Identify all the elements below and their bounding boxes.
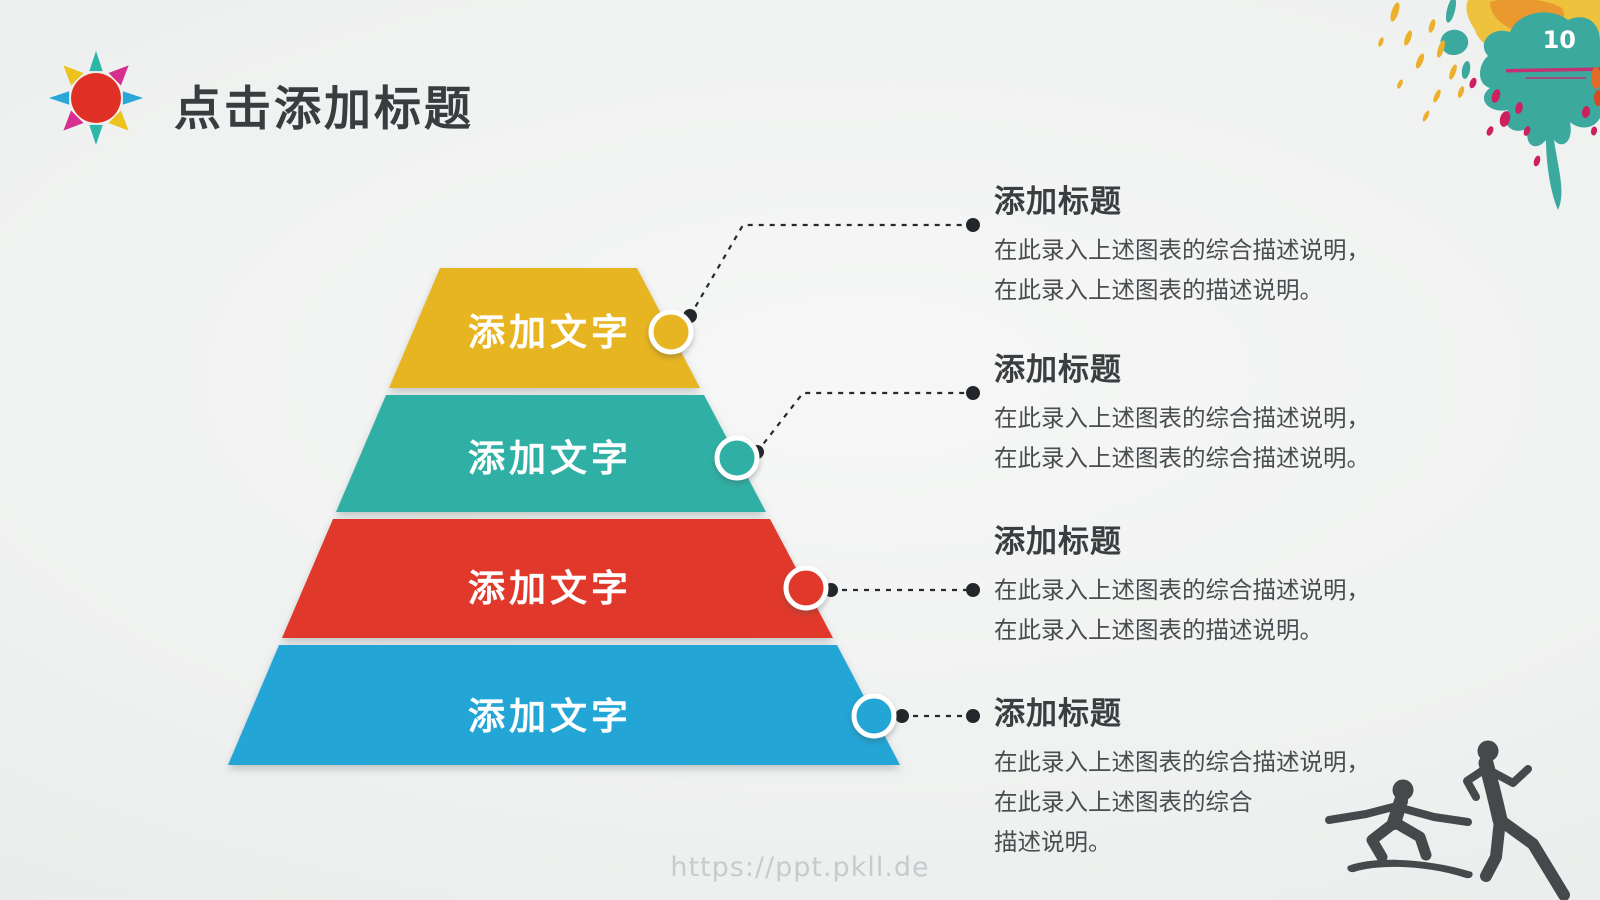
- sun-icon: [48, 50, 144, 146]
- level-node-4: [851, 693, 897, 739]
- watermark-url: https://ppt.pkll.de: [670, 852, 930, 883]
- pyramid-level-2[interactable]: [336, 395, 766, 512]
- description-block-3: 添加标题 在此录入上述图表的综合描述说明， 在此录入上述图表的描述说明。: [994, 516, 1434, 650]
- pyramid-level-4[interactable]: [228, 645, 900, 765]
- splash-orange-edge: [1591, 67, 1600, 89]
- sport-silhouettes: [1325, 740, 1570, 900]
- sun-ray-bottom: [89, 124, 103, 146]
- pyramid-label-1[interactable]: 添加文字: [468, 311, 632, 354]
- pyramid-label-3[interactable]: 添加文字: [468, 567, 632, 610]
- page-number: 10: [1542, 26, 1576, 54]
- description-block-1: 添加标题 在此录入上述图表的综合描述说明， 在此录入上述图表的描述说明。: [994, 176, 1434, 310]
- splash-teal-spot: [1440, 29, 1469, 56]
- pyramid-label-2[interactable]: 添加文字: [468, 437, 632, 480]
- connector-end-dot-3: [966, 583, 980, 597]
- splash-teal-blob: [1480, 12, 1600, 211]
- block-body-line[interactable]: 在此录入上述图表的综合: [994, 788, 1253, 816]
- sun-ray-left: [48, 91, 70, 105]
- sun-ray-top-left: [63, 65, 84, 86]
- block-body-line[interactable]: 在此录入上述图表的综合描述说明，: [994, 576, 1370, 604]
- runner-silhouette: [1463, 740, 1570, 900]
- splash-teal-drip: [1461, 61, 1471, 79]
- block-body-line[interactable]: 在此录入上述图表的描述说明。: [994, 276, 1323, 304]
- sun-ray-right: [122, 91, 144, 105]
- level-node-3: [783, 565, 829, 611]
- splash-magenta-line: [1506, 67, 1600, 73]
- splash-red-edge: [1594, 90, 1600, 106]
- block-body-line[interactable]: 在此录入上述图表的综合描述说明。: [994, 444, 1370, 472]
- block-body-line[interactable]: 在此录入上述图表的描述说明。: [994, 616, 1323, 644]
- splash-magenta-line: [1526, 77, 1586, 79]
- splash-yellow-specks: [1378, 2, 1465, 122]
- skateboarder-silhouette: [1325, 779, 1473, 879]
- pyramid-level-1[interactable]: [389, 268, 700, 388]
- sun-ray-bottom-left: [63, 110, 84, 131]
- pyramid-level-3[interactable]: [282, 519, 833, 638]
- splash-crimson-droplets: [1469, 77, 1598, 167]
- sun-ray-top-right: [108, 65, 129, 86]
- level-node-1: [648, 309, 694, 355]
- sun-center: [71, 73, 121, 123]
- slide-title-placeholder[interactable]: 点击添加标题: [174, 82, 474, 137]
- paint-splash-decoration: [1378, 0, 1600, 211]
- block-body-line[interactable]: 在此录入上述图表的综合描述说明，: [994, 748, 1370, 776]
- description-block-4: 添加标题 在此录入上述图表的综合描述说明， 在此录入上述图表的综合 描述说明。: [994, 688, 1434, 862]
- block-title[interactable]: 添加标题: [994, 352, 1122, 388]
- connector-end-dot-4: [966, 709, 980, 723]
- connector-end-dot-1: [966, 218, 980, 232]
- block-title[interactable]: 添加标题: [994, 696, 1122, 732]
- block-body-line[interactable]: 在此录入上述图表的综合描述说明，: [994, 404, 1370, 432]
- splash-teal-drip: [1446, 0, 1456, 23]
- block-body-line[interactable]: 描述说明。: [994, 828, 1112, 856]
- level-node-2: [714, 435, 760, 481]
- block-body-line[interactable]: 在此录入上述图表的综合描述说明，: [994, 236, 1370, 264]
- connector-line-2: [756, 391, 973, 453]
- connector-end-dot-2: [966, 386, 980, 400]
- pyramid-label-4[interactable]: 添加文字: [468, 695, 632, 738]
- description-block-2: 添加标题 在此录入上述图表的综合描述说明， 在此录入上述图表的综合描述说明。: [994, 344, 1434, 478]
- sun-ray-top: [89, 50, 103, 72]
- block-title[interactable]: 添加标题: [994, 184, 1122, 220]
- sun-ray-bottom-right: [108, 110, 129, 131]
- block-title[interactable]: 添加标题: [994, 524, 1122, 560]
- connector-start-dot-4: [895, 709, 909, 723]
- connector-line-1: [689, 223, 973, 317]
